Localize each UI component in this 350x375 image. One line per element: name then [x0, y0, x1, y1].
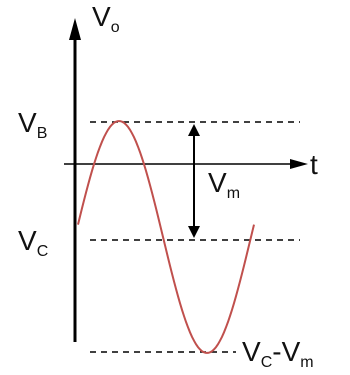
y-axis-label-main: V — [92, 1, 111, 32]
vm-arrow-down-icon — [188, 226, 200, 238]
vb-label-main: V — [18, 107, 37, 138]
vm-arrow-up-icon — [188, 124, 200, 136]
vc-minus-vm-label-a-main: V — [242, 336, 261, 367]
vc-minus-vm-label-dash: - — [272, 336, 281, 367]
vc-minus-vm-label-b-sub: m — [300, 354, 313, 371]
vm-label-main: V — [208, 167, 227, 198]
y-axis-arrow-icon — [69, 18, 81, 40]
vb-label-sub: B — [37, 125, 48, 142]
vc-label-sub: C — [37, 243, 49, 260]
y-axis-label-sub: o — [111, 19, 120, 36]
vm-label: Vm — [208, 167, 240, 202]
x-axis-label: t — [310, 149, 318, 180]
vc-minus-vm-label-a-sub: C — [261, 354, 273, 371]
vc-minus-vm-label-b-main: V — [282, 336, 301, 367]
vb-label: VB — [18, 107, 47, 142]
vc-label-main: V — [18, 225, 37, 256]
vc-minus-vm-label: VC-Vm — [242, 336, 314, 371]
x-axis-arrow-icon — [290, 159, 308, 169]
y-axis-label: Vo — [92, 1, 120, 36]
output-sine-curve — [77, 120, 255, 354]
vc-label: VC — [18, 225, 48, 260]
vm-label-sub: m — [227, 185, 240, 202]
